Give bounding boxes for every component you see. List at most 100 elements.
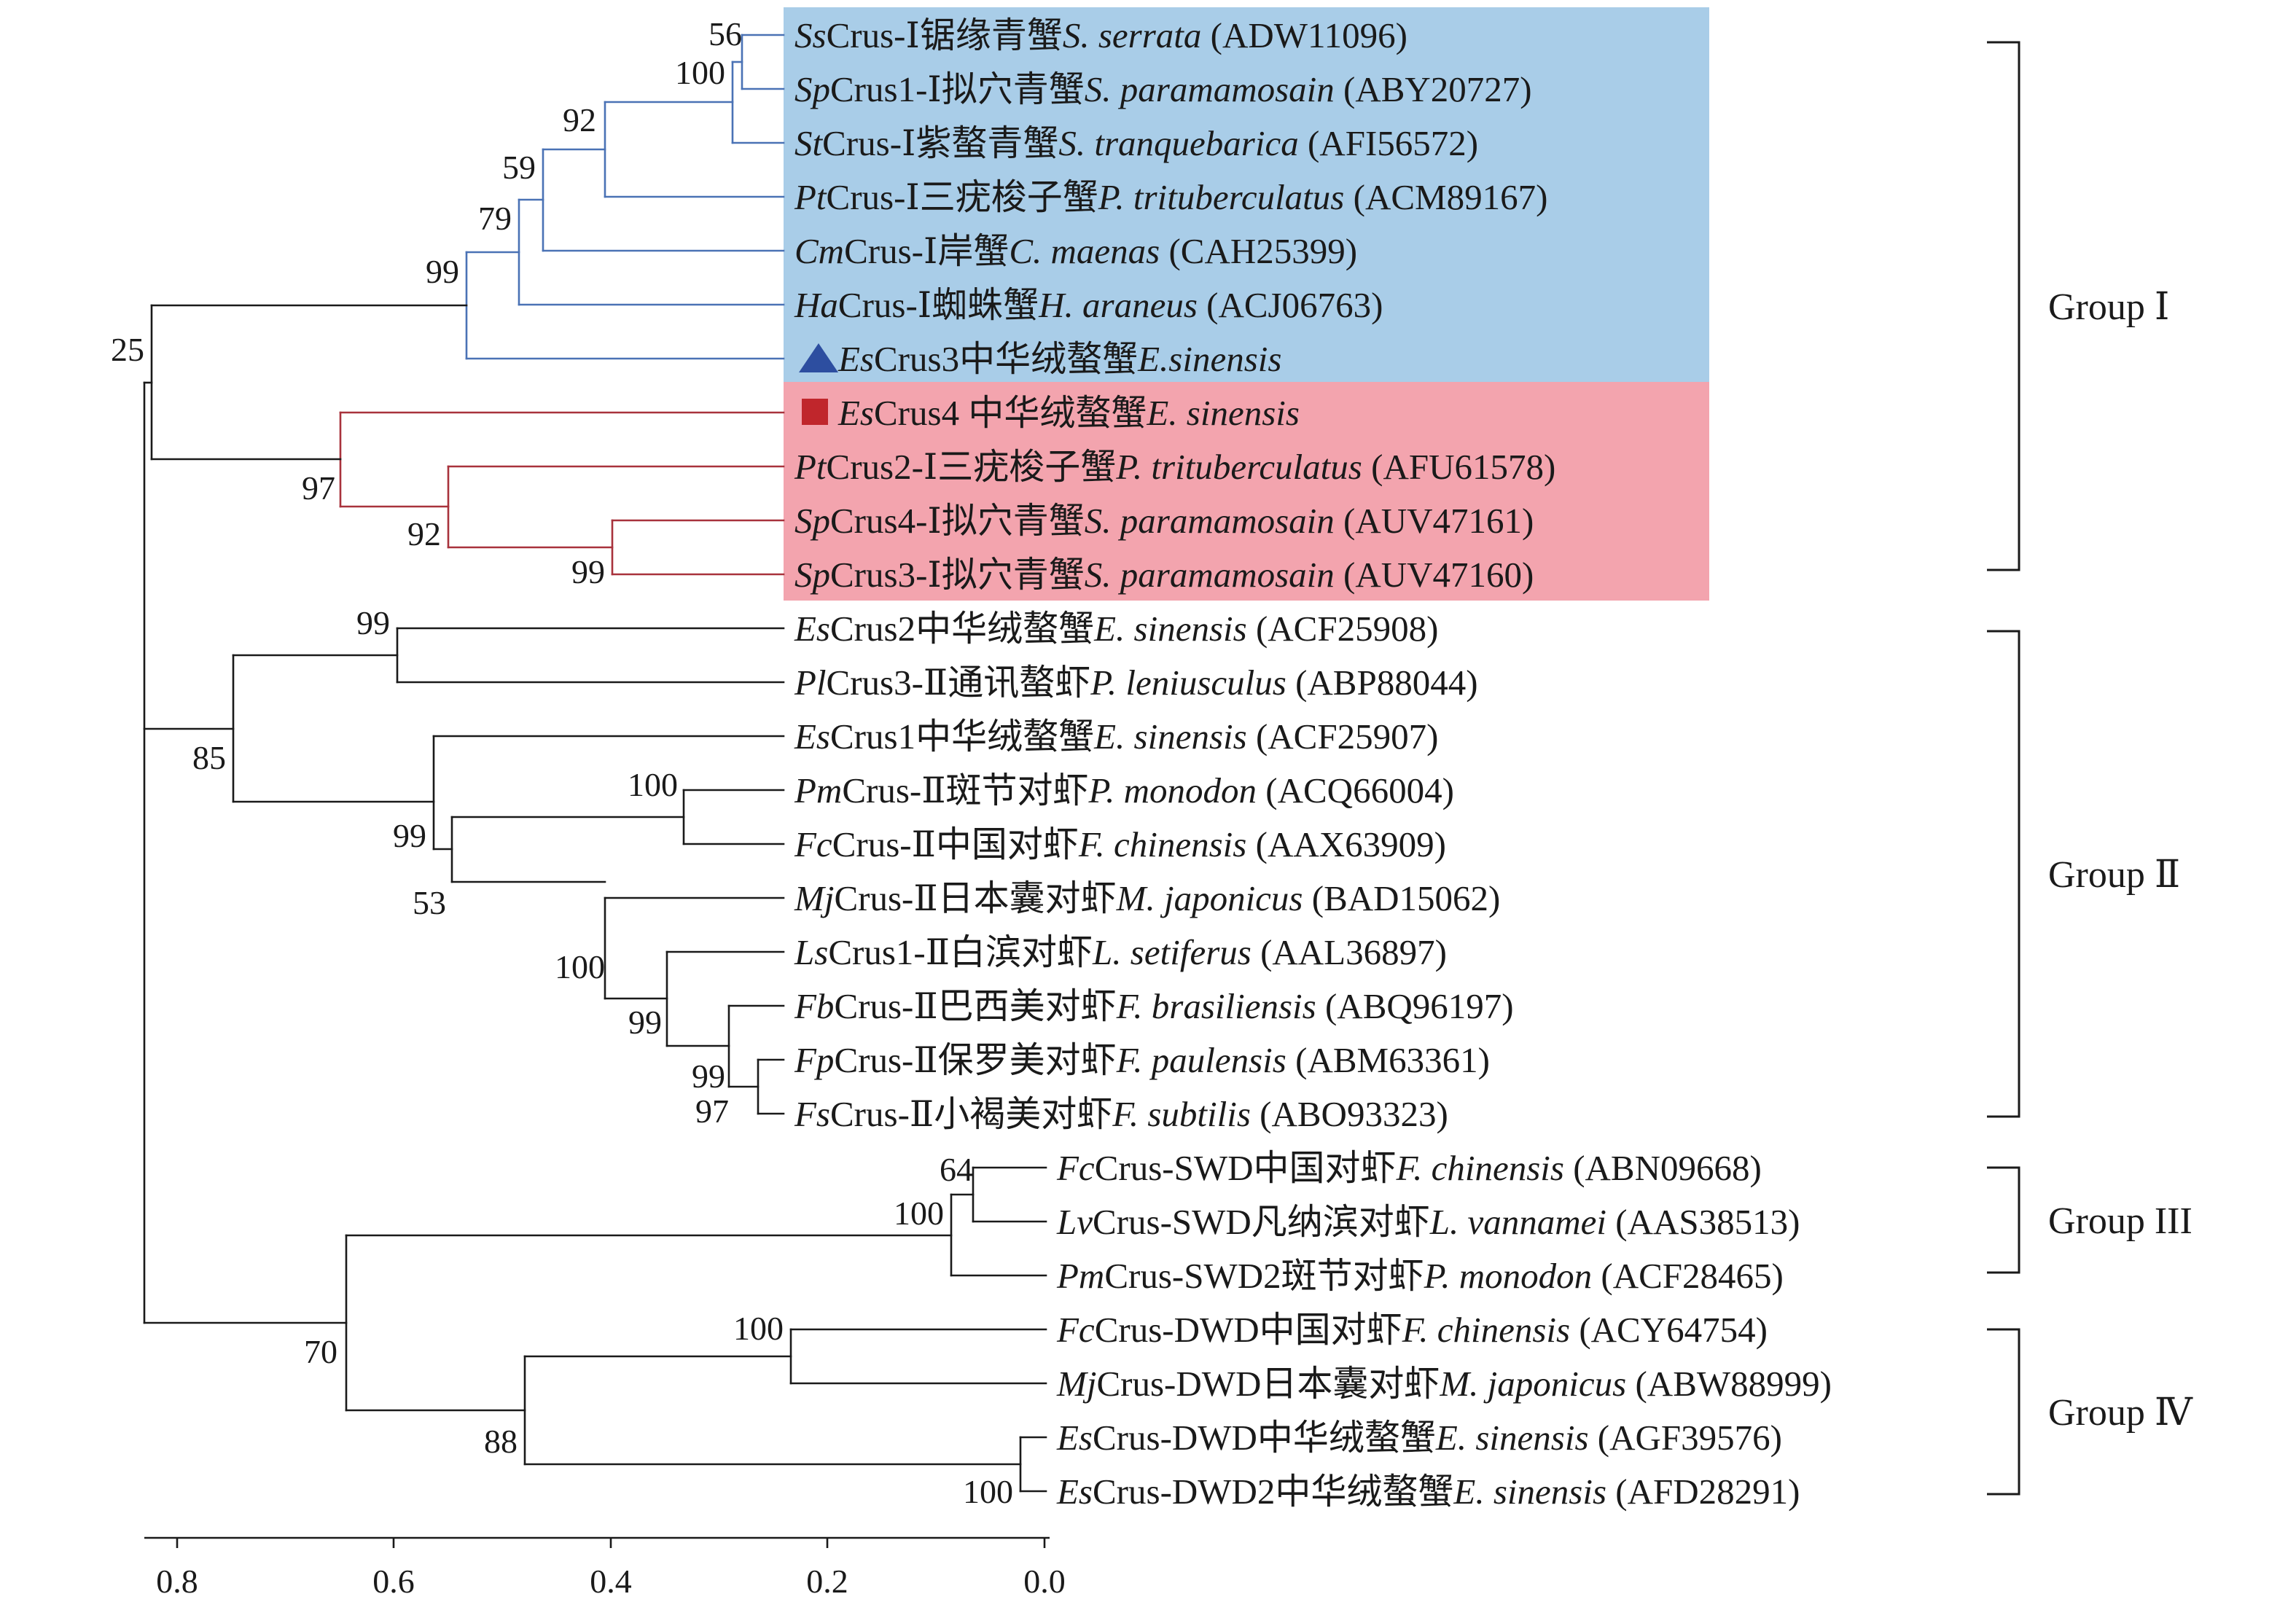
- leaf-label: FcCrus-DWD中国对虾F. chinensis (ACY64754): [1056, 1310, 1768, 1350]
- leaf-species: E. sinensis: [1453, 1472, 1606, 1512]
- leaf-label: FbCrus-Ⅱ巴西美对虾F. brasiliensis (ABQ96197): [794, 986, 1514, 1026]
- leaf-accession: (AFI56572): [1299, 123, 1478, 163]
- leaf-name: Crus1中华绒螯蟹: [830, 716, 1094, 757]
- axis-tick-label: 0.6: [372, 1563, 415, 1600]
- leaf-accession: (ACF25907): [1247, 716, 1439, 757]
- leaf-species: F. brasiliensis: [1116, 986, 1316, 1026]
- leaf-species: L. setiferus: [1092, 932, 1252, 972]
- leaf-label: EsCrus-DWD中华绒螯蟹E. sinensis (AGF39576): [1056, 1418, 1782, 1458]
- leaf-species: S. tranquebarica: [1058, 123, 1298, 163]
- leaf-prefix: Ls: [794, 932, 828, 972]
- leaf-name: Crus-Ⅰ岸蟹: [844, 231, 1009, 271]
- leaf-accession: (ABM63361): [1286, 1040, 1490, 1080]
- leaf-prefix: Mj: [794, 878, 834, 918]
- leaf-name: Crus-Ⅱ中国对虾: [832, 824, 1079, 864]
- bootstrap-value: 100: [733, 1310, 784, 1347]
- bootstrap-value: 100: [894, 1195, 944, 1232]
- leaf-prefix: Pt: [794, 447, 827, 487]
- leaf-label: CmCrus-Ⅰ岸蟹C. maenas (CAH25399): [794, 231, 1357, 271]
- leaf-species: E. sinensis: [1146, 393, 1300, 433]
- leaf-name: Crus-DWD日本囊对虾: [1096, 1364, 1440, 1404]
- group-label: Group Ⅱ: [2048, 854, 2180, 896]
- group-bracket: [1987, 1328, 2020, 1496]
- leaf-label: PmCrus-Ⅱ斑节对虾P. monodon (ACQ66004): [794, 770, 1454, 810]
- leaf-label: FcCrus-SWD中国对虾F. chinensis (ABN09668): [1056, 1148, 1762, 1188]
- leaf-species: P. leniusculus: [1090, 663, 1286, 703]
- leaf-label: EsCrus2中华绒螯蟹E. sinensis (ACF25908): [794, 609, 1438, 649]
- leaf-label: StCrus-Ⅰ紫螯青蟹S. tranquebarica (AFI56572): [794, 123, 1478, 163]
- bootstrap-value: 99: [426, 253, 459, 290]
- bootstrap-value: 53: [413, 884, 446, 921]
- leaf-prefix: Es: [1056, 1472, 1093, 1512]
- leaf-label: EsCrus1中华绒螯蟹E. sinensis (ACF25907): [794, 716, 1438, 757]
- leaf-accession: (AFD28291): [1606, 1472, 1800, 1512]
- leaf-accession: (ACQ66004): [1257, 770, 1454, 810]
- leaf-prefix: Es: [794, 716, 830, 757]
- group-label: Group Ⅰ: [2048, 286, 2169, 328]
- leaf-name: Crus4 中华绒螯蟹: [874, 393, 1147, 433]
- leaf-label: EsCrus-DWD2中华绒螯蟹E. sinensis (AFD28291): [1056, 1472, 1800, 1512]
- leaf-label: SpCrus3-Ⅰ拟穴青蟹S. paramamosain (AUV47160): [794, 555, 1534, 595]
- leaf-species: F. chinensis: [1402, 1310, 1570, 1350]
- leaf-label: SpCrus1-Ⅰ拟穴青蟹S. paramamosain (ABY20727): [794, 69, 1532, 109]
- leaf-name: Crus1-Ⅰ拟穴青蟹: [830, 69, 1085, 109]
- leaf-label: MjCrus-DWD日本囊对虾M. japonicus (ABW88999): [1056, 1364, 1832, 1404]
- leaf-prefix: Pt: [794, 177, 827, 217]
- leaf-label: LsCrus1-Ⅱ白滨对虾L. setiferus (AAL36897): [794, 932, 1447, 972]
- group-bracket: [1987, 630, 2020, 1118]
- leaf-prefix: Sp: [794, 555, 830, 595]
- leaf-species: P. trituberculatus: [1115, 447, 1362, 487]
- leaf-accession: (CAH25399): [1160, 231, 1357, 271]
- leaf-name: Crus2中华绒螯蟹: [830, 609, 1094, 649]
- leaf-prefix: Pm: [1056, 1256, 1104, 1296]
- leaf-name: Crus1-Ⅱ白滨对虾: [828, 932, 1093, 972]
- triangle-marker-icon: [799, 343, 838, 372]
- leaf-species: P. monodon: [1088, 770, 1257, 810]
- leaf-species: E. sinensis: [1435, 1418, 1589, 1458]
- leaf-accession: (AFU61578): [1362, 447, 1555, 487]
- leaf-prefix: Ha: [794, 285, 838, 325]
- axis-tick-label: 0.8: [156, 1563, 198, 1600]
- bootstrap-value: 56: [708, 15, 742, 52]
- leaf-species: P. monodon: [1424, 1256, 1593, 1296]
- leaf-accession: (ACF28465): [1592, 1256, 1784, 1296]
- leaf-species: E. sinensis: [1093, 716, 1247, 757]
- bootstrap-value: 99: [393, 817, 426, 854]
- leaf-accession: (ABO93323): [1251, 1094, 1448, 1134]
- tree-branches: [143, 34, 1047, 1493]
- leaf-name: Crus-Ⅱ巴西美对虾: [834, 986, 1116, 1026]
- leaf-label: LvCrus-SWD凡纳滨对虾L. vannamei (AAS38513): [1056, 1202, 1800, 1242]
- leaf-accession: (ACM89167): [1344, 177, 1547, 217]
- leaf-species: E. sinensis: [1093, 609, 1247, 649]
- bootstrap-value: 97: [302, 469, 335, 507]
- group-label: Group III: [2048, 1200, 2192, 1242]
- bootstrap-value: 99: [628, 1004, 662, 1041]
- leaf-label: FpCrus-Ⅱ保罗美对虾F. paulensis (ABM63361): [794, 1040, 1490, 1080]
- leaf-species: S. paramamosain: [1085, 69, 1335, 109]
- leaf-species: F. chinensis: [1395, 1148, 1563, 1188]
- leaf-label: HaCrus-Ⅰ蜘蛛蟹H. araneus (ACJ06763): [794, 285, 1383, 325]
- leaf-accession: (BAD15062): [1303, 878, 1501, 918]
- bootstrap-value: 85: [192, 739, 226, 776]
- leaf-prefix: St: [794, 123, 824, 163]
- group-label: Group Ⅳ: [2048, 1392, 2193, 1434]
- leaf-label: EsCrus3中华绒螯蟹E.sinensis: [837, 339, 1281, 379]
- leaf-name: Crus2-Ⅰ三疣梭子蟹: [827, 447, 1117, 487]
- leaf-name: Crus-SWD凡纳滨对虾: [1093, 1202, 1430, 1242]
- leaf-accession: (AGF39576): [1589, 1418, 1782, 1458]
- leaf-label: FcCrus-Ⅱ中国对虾F. chinensis (AAX63909): [794, 824, 1446, 864]
- leaf-species: M. japonicus: [1439, 1364, 1626, 1404]
- leaf-species: S. paramamosain: [1085, 501, 1335, 541]
- leaf-prefix: Fc: [1056, 1310, 1095, 1350]
- leaf-prefix: Es: [1056, 1418, 1093, 1458]
- leaf-accession: (AUV47160): [1335, 555, 1534, 595]
- leaf-prefix: Fp: [794, 1040, 834, 1080]
- leaf-name: Crus-Ⅰ三疣梭子蟹: [827, 177, 1098, 217]
- leaf-prefix: Fc: [1056, 1148, 1095, 1188]
- group-brackets: Group Ⅰ Group Ⅱ Group III Group Ⅳ: [1987, 41, 2193, 1496]
- leaf-name: Crus-Ⅱ日本囊对虾: [834, 878, 1116, 918]
- leaf-label: EsCrus4 中华绒螯蟹E. sinensis: [837, 393, 1300, 433]
- leaf-label: PtCrus-Ⅰ三疣梭子蟹P. trituberculatus (ACM8916…: [794, 177, 1547, 217]
